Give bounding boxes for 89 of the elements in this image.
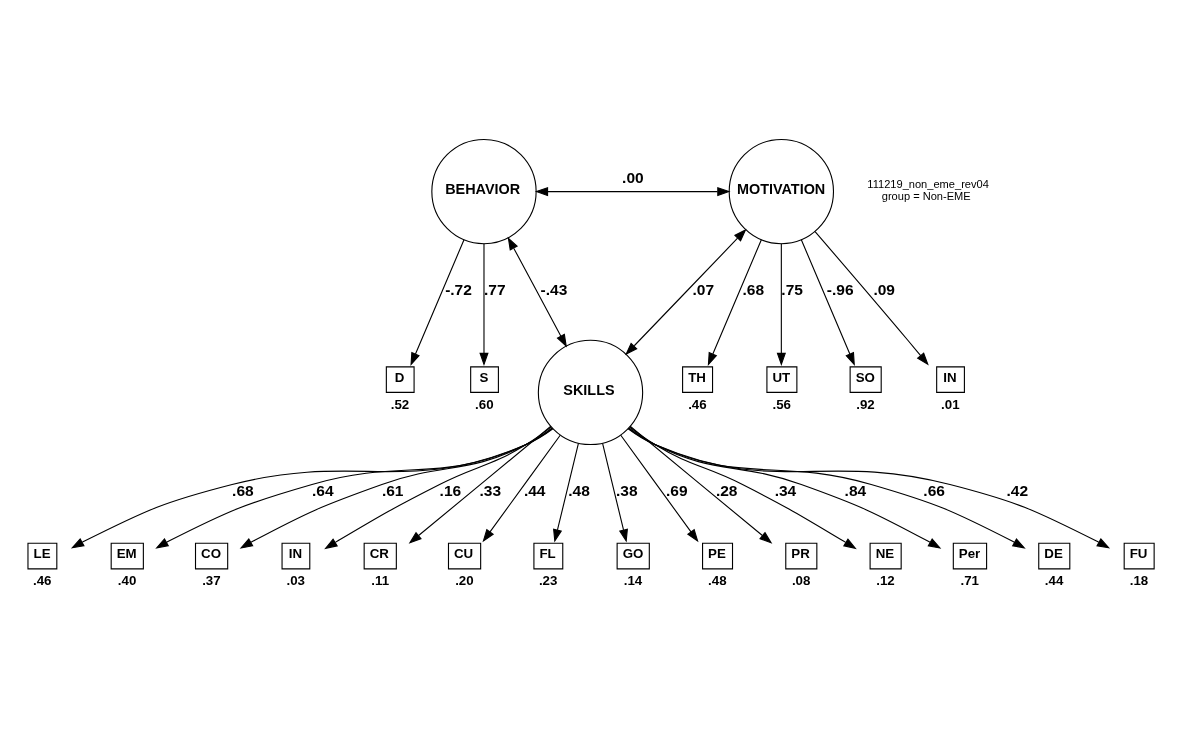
edge-label: .61 — [381, 481, 404, 499]
node-box: TH — [682, 366, 714, 393]
node-label: .01 — [941, 396, 960, 412]
node-label: .20 — [455, 573, 474, 589]
edge-label: -.96 — [826, 280, 854, 298]
arrow — [627, 427, 1026, 549]
node-circle: BEHAVIOR — [431, 138, 537, 245]
label: 111219_non_eme_rev04 — [867, 178, 989, 191]
node-label: .46 — [688, 396, 707, 412]
node-box: PR — [785, 542, 818, 570]
node-box: UT — [766, 366, 798, 393]
node-box: S — [470, 366, 499, 393]
node-label: .71 — [960, 573, 980, 589]
edge-label: .77 — [483, 280, 506, 298]
node-label: .46 — [32, 573, 52, 589]
arrow — [155, 427, 554, 549]
node-box: IN — [936, 366, 965, 393]
edge-label: .00 — [622, 168, 644, 186]
edge-label: .38 — [616, 481, 638, 499]
arrow — [602, 442, 628, 543]
arrow — [534, 186, 731, 197]
node-box: D — [385, 366, 415, 393]
node-box: LE — [27, 542, 58, 570]
node-box: Per — [952, 542, 988, 570]
node-label: .37 — [202, 573, 221, 589]
node-label: .03 — [286, 573, 305, 589]
arrow — [625, 228, 747, 356]
edge-label: .42 — [1006, 481, 1029, 499]
arrow — [627, 428, 1111, 549]
arrow — [620, 434, 699, 543]
node-box: GO — [616, 542, 650, 570]
node-label: .23 — [538, 573, 558, 589]
arrow — [479, 243, 489, 367]
arrow — [707, 239, 762, 366]
arrow — [800, 239, 855, 366]
edge-label: .68 — [232, 481, 254, 499]
node-label: .11 — [371, 573, 390, 589]
edge-label: .75 — [781, 280, 803, 298]
node-label: .92 — [856, 396, 875, 412]
node-label: .60 — [475, 396, 494, 412]
arrow — [553, 442, 579, 543]
edge-label: .48 — [568, 481, 590, 499]
arrow — [629, 425, 773, 544]
node-label: .18 — [1129, 573, 1149, 589]
node-box: CO — [194, 542, 229, 570]
edge-label: .16 — [439, 481, 462, 499]
arrow — [507, 236, 567, 348]
node-label: .44 — [1044, 573, 1064, 589]
node-box: SO — [849, 366, 882, 393]
arrow — [628, 427, 942, 549]
edge-label: .09 — [873, 280, 896, 298]
node-box: EM — [110, 542, 144, 570]
edge-label: -.72 — [445, 280, 472, 298]
arrow — [629, 426, 857, 550]
node-label: .40 — [117, 573, 137, 589]
node-label: .12 — [876, 573, 895, 589]
node-box: PE — [702, 542, 734, 570]
arrow — [239, 427, 553, 549]
edge-label: .28 — [715, 481, 738, 499]
arrow — [814, 231, 929, 366]
node-box: CU — [447, 542, 482, 570]
arrow — [324, 426, 552, 550]
edge-label: .33 — [479, 481, 502, 499]
node-label: .48 — [708, 573, 727, 589]
node-box: CR — [363, 542, 397, 570]
node-label: .56 — [772, 396, 791, 412]
node-box: FU — [1123, 542, 1155, 570]
arrow — [776, 243, 786, 367]
node-box: NE — [869, 542, 902, 570]
edge-label: -.43 — [540, 280, 568, 298]
edge-label: .69 — [665, 481, 688, 499]
arrow — [410, 239, 465, 366]
label: group = Non-EME — [881, 190, 971, 203]
arrow — [70, 428, 554, 549]
node-label: .52 — [390, 396, 410, 412]
arrow — [408, 425, 552, 544]
arrow — [482, 434, 561, 543]
edge-label: .64 — [312, 481, 334, 499]
edge-label: .34 — [774, 481, 797, 499]
node-label: .08 — [791, 573, 811, 589]
node-box: FL — [533, 542, 564, 570]
node-label: .14 — [623, 573, 643, 589]
edge-label: .44 — [523, 481, 546, 499]
edge-label: .07 — [692, 280, 715, 298]
node-box: DE — [1038, 542, 1071, 570]
edge-label: .68 — [742, 280, 765, 298]
edge-label: .84 — [844, 481, 867, 499]
node-box: IN — [281, 542, 311, 570]
edge-label: .66 — [923, 481, 945, 499]
